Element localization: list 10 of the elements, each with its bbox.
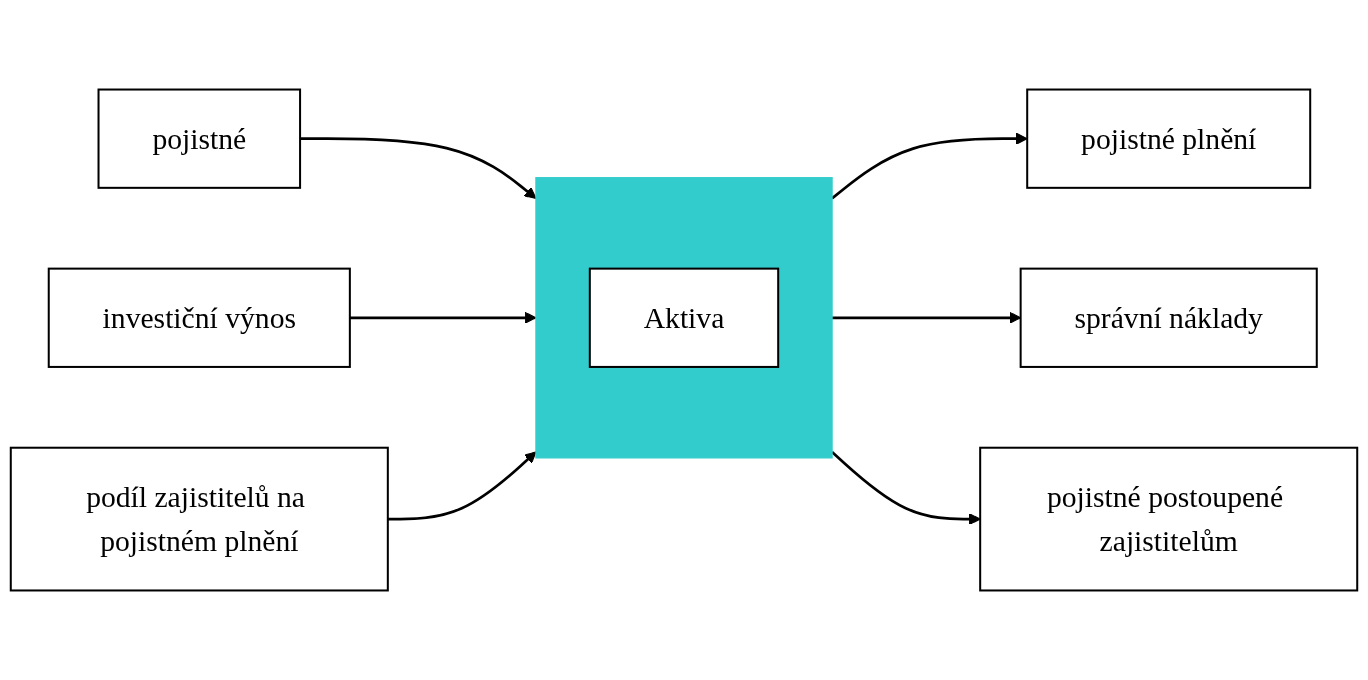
arrow — [387, 451, 537, 521]
node-box: správní náklady — [1019, 267, 1318, 368]
node-box: pojistné postoupené zajistitelům — [979, 446, 1359, 592]
node-box: pojistné plnění — [1026, 88, 1312, 189]
node-box: investiční výnos — [47, 267, 351, 368]
node-box: podíl zajistitelů na pojistném plnění — [9, 446, 389, 592]
node-box: Aktiva — [588, 267, 780, 368]
node-box: pojistné — [97, 88, 302, 189]
cluster — [535, 177, 833, 459]
arrow — [831, 450, 981, 525]
